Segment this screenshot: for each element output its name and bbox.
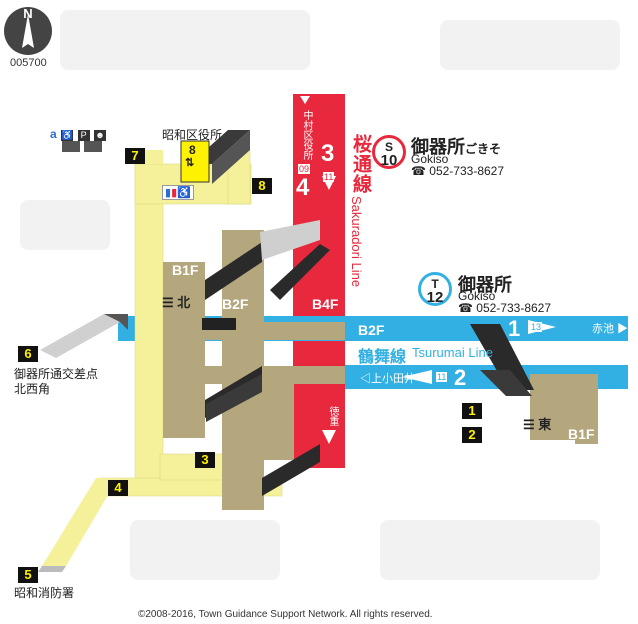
parking-icon: P	[77, 130, 90, 141]
tsurumai-line-roman: Tsurumai Line	[412, 345, 493, 360]
ticket-gate-east-label: 東	[538, 417, 552, 432]
exit5-passage	[42, 478, 118, 566]
tsurumai-left-arrow	[402, 370, 432, 384]
restroom-women-icon: ▮	[171, 187, 178, 199]
saku-track-3: 3	[321, 140, 335, 167]
saku-toward-top: 中村区役所	[301, 110, 312, 160]
exit-8[interactable]: 8	[252, 178, 272, 194]
exit-7[interactable]: 7	[125, 148, 145, 164]
exit-2[interactable]: 2	[462, 427, 482, 443]
sakuradori-phone: 052-733-8627	[429, 164, 505, 178]
saku-next-code: 11	[323, 172, 335, 182]
tsuru-toward-left-label: 上小田井	[371, 373, 415, 385]
sakuradori-code-number: 10	[380, 152, 398, 169]
left-arrow-icon: ◁	[360, 373, 371, 385]
sakuradori-line-kanji: 桜通線	[350, 134, 371, 194]
compass-north-label: N	[23, 6, 33, 21]
ticket-gate-north: ☰ 北	[162, 292, 190, 311]
level-b2f: B2F	[222, 296, 249, 312]
person-icon: ☻	[94, 130, 107, 141]
tsurumai-line-kanji: 鶴舞線	[358, 349, 407, 366]
level-b1f-east: B1F	[568, 426, 595, 442]
sakuradori-bottom-arrow	[322, 430, 336, 444]
tsurumai-station-code-badge: T 12	[418, 272, 452, 306]
map-id: 005700	[10, 57, 47, 69]
level-b1f-north: B1F	[172, 262, 199, 278]
exit-4[interactable]: 4	[108, 480, 128, 496]
right-arrow-icon: ▶	[614, 323, 629, 335]
tsurumai-station-roman: Gokiso	[458, 289, 496, 303]
tsuru-toward-right: 赤池 ▶	[592, 320, 628, 336]
elevator-icon: ⇅	[185, 157, 195, 169]
saku-track-4: 4	[296, 174, 310, 201]
copyright: ©2008-2016, Town Guidance Support Networ…	[138, 609, 433, 620]
facility-label: a	[50, 127, 57, 141]
exit-1[interactable]: 1	[462, 403, 482, 419]
sakuradori-station-name-block: 御器所ごきそ	[411, 133, 501, 159]
tsurumai-phone-row: ☎ 052-733-8627	[458, 301, 551, 315]
exit-6-label-2: 北西角	[14, 382, 51, 396]
facility-icons: a ♿ P ☻	[50, 125, 107, 143]
sakuradori-station-kana: ごきそ	[465, 142, 502, 156]
sakuradori-station-roman: Gokiso	[411, 152, 449, 166]
elevator-number: 8	[189, 143, 196, 157]
info-icon	[84, 141, 103, 152]
bicycle-icon: ♿	[61, 130, 74, 141]
restroom-icons: ▮▮♿	[162, 185, 194, 200]
wc-icon	[62, 141, 80, 152]
sakuradori-phone-row: ☎ 052-733-8627	[411, 164, 504, 178]
sakuradori-top-arrow	[300, 96, 310, 104]
ticket-gate-icon: ☰	[162, 295, 178, 310]
sakuradori-line-band	[293, 94, 345, 468]
sakuradori-code-letter: S	[384, 140, 393, 154]
exit-3[interactable]: 3	[195, 452, 215, 468]
tsuru-toward-left: ◁上小田井	[360, 370, 415, 386]
tsuru-track-2: 2	[454, 365, 467, 390]
phone-icon: ☎	[458, 301, 477, 315]
tsuru-toward-right-code: 13	[530, 322, 543, 332]
exit-6[interactable]: 6	[18, 346, 38, 362]
sakuradori-line-roman: Sakuradori Line	[349, 196, 364, 288]
level-b2f-tsurumai: B2F	[358, 322, 385, 338]
sakuradori-station-code-badge: S 10	[372, 135, 406, 169]
background-watermark	[20, 10, 620, 580]
saku-toward-top-code: 09	[298, 164, 311, 174]
tsurumai-phone: 052-733-8627	[476, 301, 552, 315]
facility-icons-row2	[62, 139, 103, 157]
restroom-men-icon: ▮	[165, 187, 172, 199]
tsuru-toward-left-code: 11	[436, 372, 448, 382]
ticket-gate-north-label: 北	[177, 295, 191, 310]
level-b4f: B4F	[312, 296, 339, 312]
exit-5[interactable]: 5	[18, 567, 38, 583]
tsuru-track-1: 1	[508, 316, 521, 341]
tsurumai-code-letter: T	[431, 277, 439, 291]
phone-icon: ☎	[411, 164, 430, 178]
exit-6-label-1: 御器所通交差点	[14, 367, 99, 381]
accessible-icon: ♿	[177, 187, 191, 199]
exit-5-label: 昭和消防署	[14, 586, 75, 600]
ticket-gate-icon: ☰	[523, 417, 539, 432]
elevator-box	[180, 140, 210, 183]
tsuru-toward-right-label: 赤池	[592, 323, 614, 335]
sakuradori-station-name: 御器所	[411, 137, 465, 157]
tsurumai-code-number: 12	[426, 289, 444, 306]
tsurumai-station-name: 御器所	[458, 275, 512, 295]
saku-toward-bottom: 徳重	[327, 406, 338, 426]
compass-needle	[22, 14, 34, 48]
ticket-gate-east: ☰ 東	[523, 414, 551, 433]
ward-office-label: 昭和区役所	[162, 128, 223, 142]
